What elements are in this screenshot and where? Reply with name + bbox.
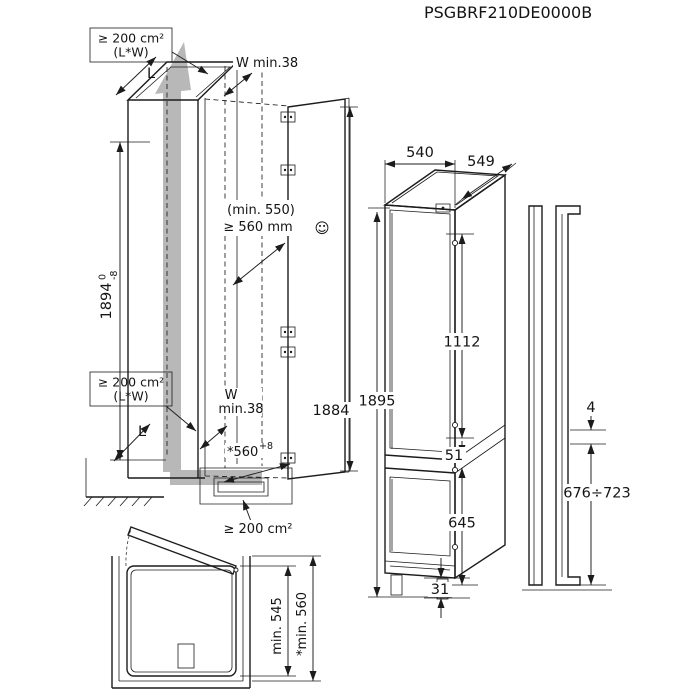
dim-side-gap: 4 <box>570 400 606 458</box>
niche-height-label: 1894 <box>99 283 115 320</box>
side-gap-label: 4 <box>586 400 595 416</box>
vent-area-mid: ≥ 200 cm² (L*W) <box>89 371 197 432</box>
dim-lower-door: 645 <box>443 468 481 586</box>
upper-door-label: 1112 <box>444 335 481 351</box>
base-vent-height-label: 31 <box>431 582 449 598</box>
model-number: PSGBRF210DE0000B <box>424 3 592 22</box>
hinge-range-label: 676÷723 <box>563 486 631 502</box>
top-view <box>111 526 251 689</box>
vent-area-mid-label2: (L*W) <box>113 389 148 404</box>
smiley-icon: ☺ <box>314 221 329 237</box>
topview-appliance-depth-label: min. 545 <box>270 597 285 655</box>
dim-topview-niche-depth: *min. 560 <box>252 555 321 682</box>
vent-area-top-label: ≥ 200 cm² <box>98 31 164 46</box>
appliance-width-label: 540 <box>406 145 434 161</box>
airflow-arrowhead-icon <box>155 42 191 94</box>
furniture-door-view <box>280 97 350 480</box>
appliance-height-label: 1895 <box>359 394 396 410</box>
hinge-knob <box>451 421 459 429</box>
niche-height-tol-lower: -8 <box>109 271 120 280</box>
base-depth-tol: +8 <box>259 441 273 452</box>
niche-height-tol-upper: 0 <box>98 274 109 280</box>
dim-base-depth: *560 +8 <box>223 441 291 483</box>
floor-hatch <box>83 496 153 507</box>
dim-door-height: 1884 <box>311 106 358 472</box>
dim-hinge-range: 676÷723 <box>563 444 631 586</box>
dim-topview-appliance-depth: min. 545 <box>240 565 296 677</box>
dim-appliance-depth: 549 <box>454 154 517 206</box>
dim-width-top: W min.38 <box>223 55 303 97</box>
dim-niche-height: 1894 0 -8 <box>98 141 166 461</box>
hinge-knob <box>451 466 459 474</box>
foot <box>390 574 403 596</box>
dim-width-mid: W min.38 <box>199 388 264 450</box>
recess-depth-label: (min. 550) <box>227 203 295 218</box>
dim-upper-door: 1112 <box>443 233 481 439</box>
dim-length-top: L <box>115 56 157 96</box>
vent-area-bottom-label: ≥ 200 cm² <box>224 522 293 537</box>
vent-area-bottom: ≥ 200 cm² <box>220 499 296 537</box>
door-gap-label: 51 <box>445 448 463 464</box>
dim-recess-depth: (min. 550) ≥ 560 mm ☺ <box>220 200 330 286</box>
appliance-top-outline <box>126 565 237 677</box>
airflow-arrow <box>155 42 262 485</box>
dim-base-vent-height: 31 <box>424 558 470 618</box>
hinge-knob <box>451 239 459 247</box>
width-top-label: W min.38 <box>236 56 298 71</box>
hinge-knob <box>451 543 459 551</box>
vent-area-top-label2: (L*W) <box>113 45 148 60</box>
door-pivot <box>233 567 239 573</box>
lower-door-label: 645 <box>448 516 476 532</box>
base-depth-label: *560 <box>227 445 258 460</box>
width-mid-label: W <box>225 388 238 403</box>
niche-view <box>83 61 300 507</box>
length-top-label: L <box>147 66 155 82</box>
topview-niche-depth-label: *min. 560 <box>295 592 310 656</box>
dim-length-mid: L <box>113 423 151 462</box>
side-panel-view <box>522 205 612 591</box>
length-mid-label: L <box>138 424 146 440</box>
appliance-depth-label: 549 <box>467 154 495 170</box>
appliance-view <box>382 169 508 600</box>
width-mid-label2: min.38 <box>218 402 263 417</box>
airflow-channel-band <box>163 90 181 472</box>
dim-appliance-width: 540 <box>384 145 456 208</box>
door-height-label: 1884 <box>313 403 350 419</box>
vent-area-mid-label: ≥ 200 cm² <box>98 375 164 390</box>
compressor-detail <box>177 643 195 669</box>
open-door <box>127 526 237 575</box>
vent-area-top: ≥ 200 cm² (L*W) <box>89 27 209 75</box>
recess-depth-label2: ≥ 560 mm <box>223 220 292 235</box>
dim-appliance-height: 1895 <box>356 207 452 598</box>
